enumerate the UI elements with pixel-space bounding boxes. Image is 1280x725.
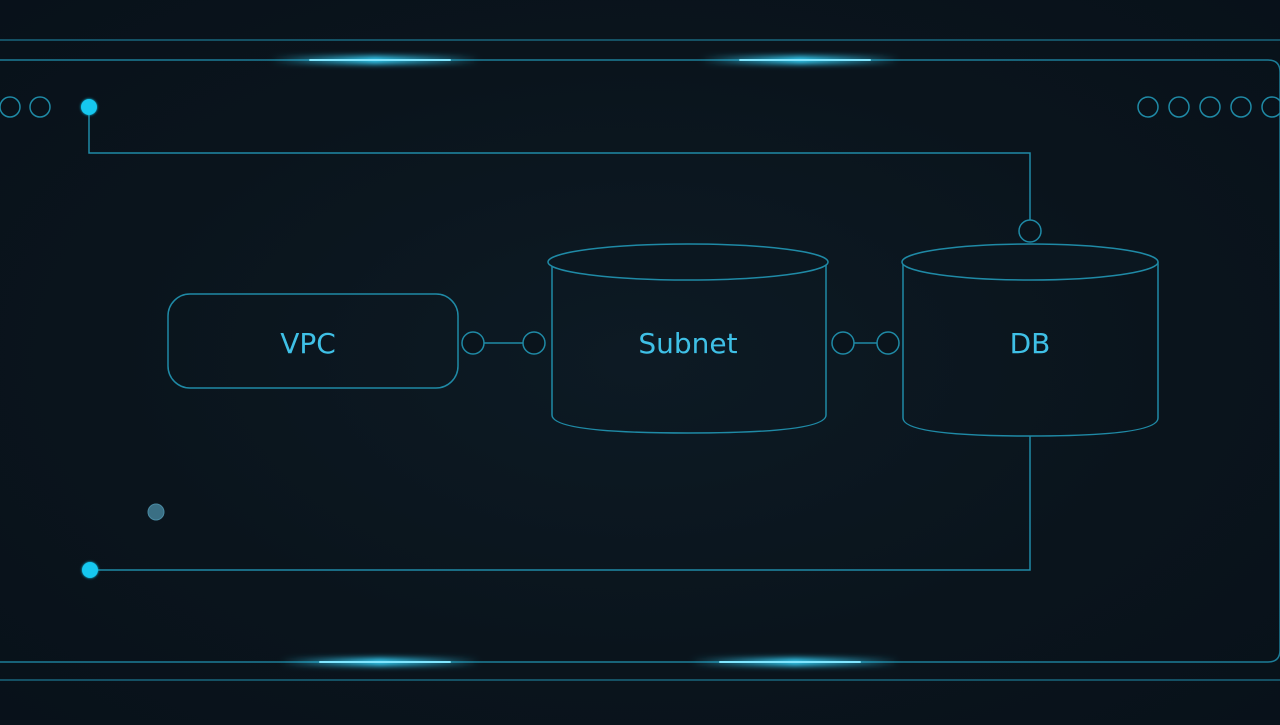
top-right-ring-2 — [1168, 96, 1190, 118]
trace-endpoints — [81, 99, 1042, 578]
node-db[interactable]: DB — [901, 243, 1159, 437]
node-subnet[interactable]: Subnet — [547, 243, 829, 434]
db-label: DB — [1010, 327, 1051, 360]
top-left-ring-1 — [0, 96, 21, 118]
frame-inner-border — [0, 59, 1280, 663]
vpc-label: VPC — [280, 327, 336, 360]
frame-glow-accents — [270, 56, 900, 666]
top-right-ring-1 — [1137, 96, 1159, 118]
circuit-traces — [88, 107, 1031, 571]
muted-dot — [147, 503, 165, 521]
edge-subnet-port-left — [522, 331, 546, 355]
vpc-box — [167, 293, 459, 389]
db-cylinder-body — [902, 262, 1159, 437]
subnet-cylinder-body — [551, 262, 827, 434]
window-control-dots — [0, 96, 1280, 118]
top-right-ring-4 — [1230, 96, 1252, 118]
edge-subnet-db — [831, 331, 900, 355]
top-right-ring-5 — [1261, 96, 1280, 118]
bottom-trace — [90, 436, 1031, 571]
subnet-label: Subnet — [638, 327, 737, 360]
top-trace — [88, 107, 1031, 220]
frame — [0, 39, 1280, 681]
top-trace-dot — [81, 99, 97, 115]
edge-db-port-left — [876, 331, 900, 355]
bottom-trace-dot — [82, 562, 98, 578]
edge-vpc-port-left — [461, 331, 485, 355]
edge-vpc-subnet — [461, 331, 546, 355]
db-top-port — [1018, 219, 1042, 243]
top-left-ring-2 — [29, 96, 51, 118]
edge-subnet-port-right — [831, 331, 855, 355]
db-cylinder-top — [901, 243, 1159, 281]
subnet-cylinder-top — [547, 243, 829, 281]
node-vpc[interactable]: VPC — [167, 293, 459, 389]
top-right-ring-3 — [1199, 96, 1221, 118]
